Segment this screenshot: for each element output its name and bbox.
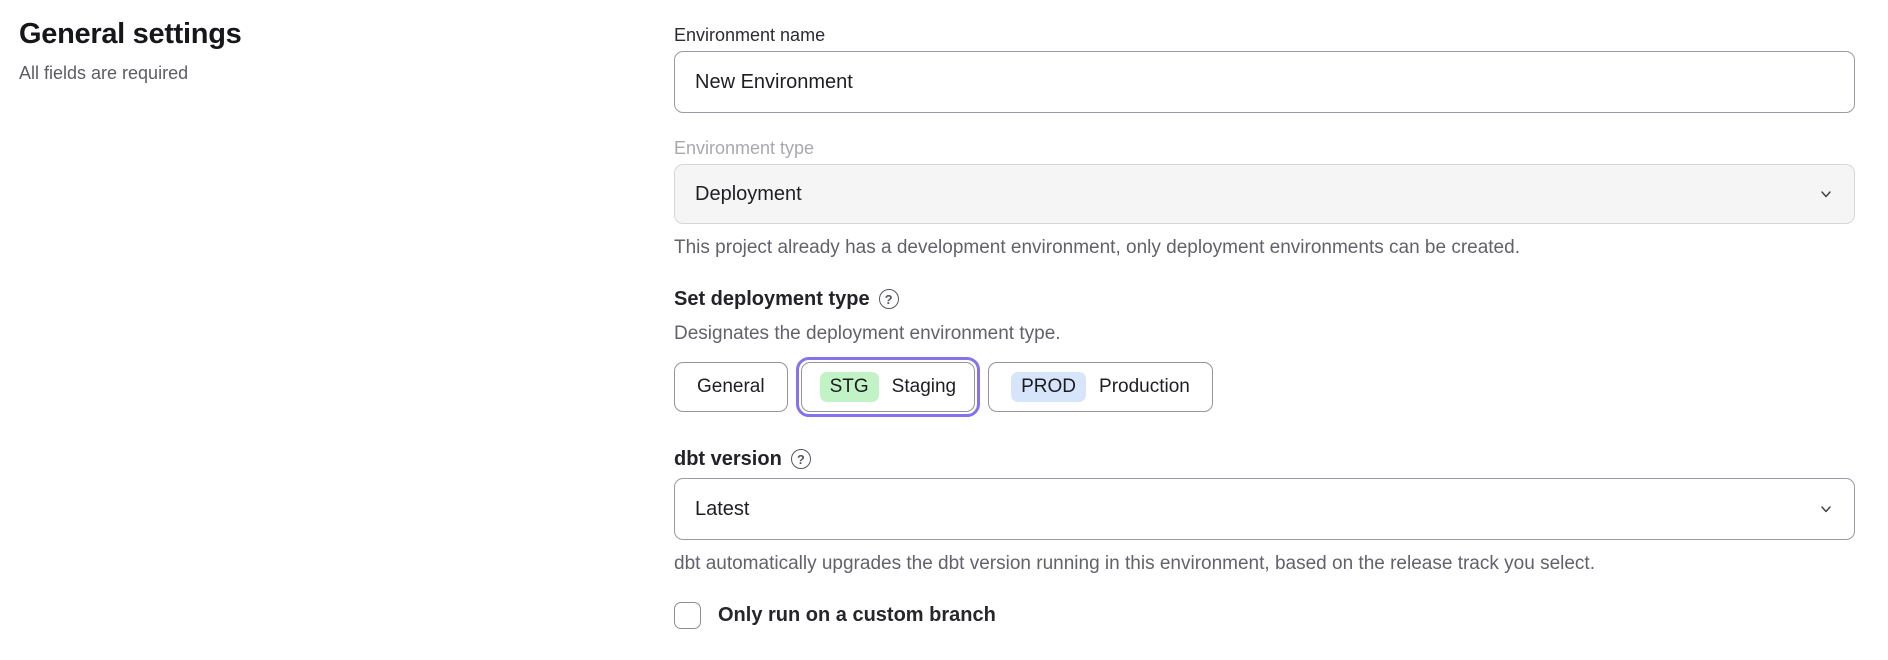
help-icon[interactable]: ? (878, 289, 899, 309)
environment-type-select: Deployment (674, 164, 1855, 224)
deployment-type-production-button[interactable]: PROD Production (988, 362, 1213, 412)
environment-name-input[interactable] (674, 51, 1855, 113)
custom-branch-label[interactable]: Only run on a custom branch (718, 604, 996, 626)
page-title: General settings (19, 18, 242, 50)
dbt-version-heading: dbt version (674, 447, 782, 470)
settings-header: General settings All fields are required (19, 18, 579, 84)
environment-form: Environment name Environment type Deploy… (674, 0, 1855, 629)
staging-badge: STG (819, 372, 879, 402)
page-subtitle: All fields are required (19, 63, 189, 83)
dbt-version-select[interactable]: Latest (674, 478, 1855, 540)
chevron-down-icon (1821, 506, 1831, 513)
deployment-type-general-label: General (697, 376, 765, 397)
custom-branch-row: Only run on a custom branch (674, 602, 1855, 629)
deployment-type-heading: Set deployment type (674, 287, 870, 310)
deployment-type-general-button[interactable]: General (674, 362, 788, 412)
dbt-version-value: Latest (695, 497, 750, 520)
deployment-type-staging-button[interactable]: STG Staging (800, 362, 976, 412)
deployment-type-production-label: Production (1099, 376, 1190, 397)
deployment-type-description: Designates the deployment environment ty… (674, 323, 1061, 344)
environment-type-helper: This project already has a development e… (674, 237, 1520, 258)
production-badge: PROD (1011, 372, 1087, 402)
custom-branch-checkbox[interactable] (674, 602, 701, 629)
help-icon[interactable]: ? (790, 449, 811, 469)
dbt-version-heading-row: dbt version ? (674, 446, 1855, 472)
deployment-type-options: General STG Staging PROD Production (674, 356, 1855, 418)
dbt-version-helper: dbt automatically upgrades the dbt versi… (674, 553, 1595, 574)
environment-type-value: Deployment (695, 182, 802, 205)
environment-type-label: Environment type (674, 138, 815, 158)
chevron-down-icon (1821, 191, 1831, 198)
deployment-type-staging-label: Staging (891, 376, 957, 397)
deployment-type-heading-row: Set deployment type ? (674, 286, 1855, 312)
environment-name-label: Environment name (674, 25, 826, 45)
selected-option-ring: STG Staging (795, 357, 981, 417)
